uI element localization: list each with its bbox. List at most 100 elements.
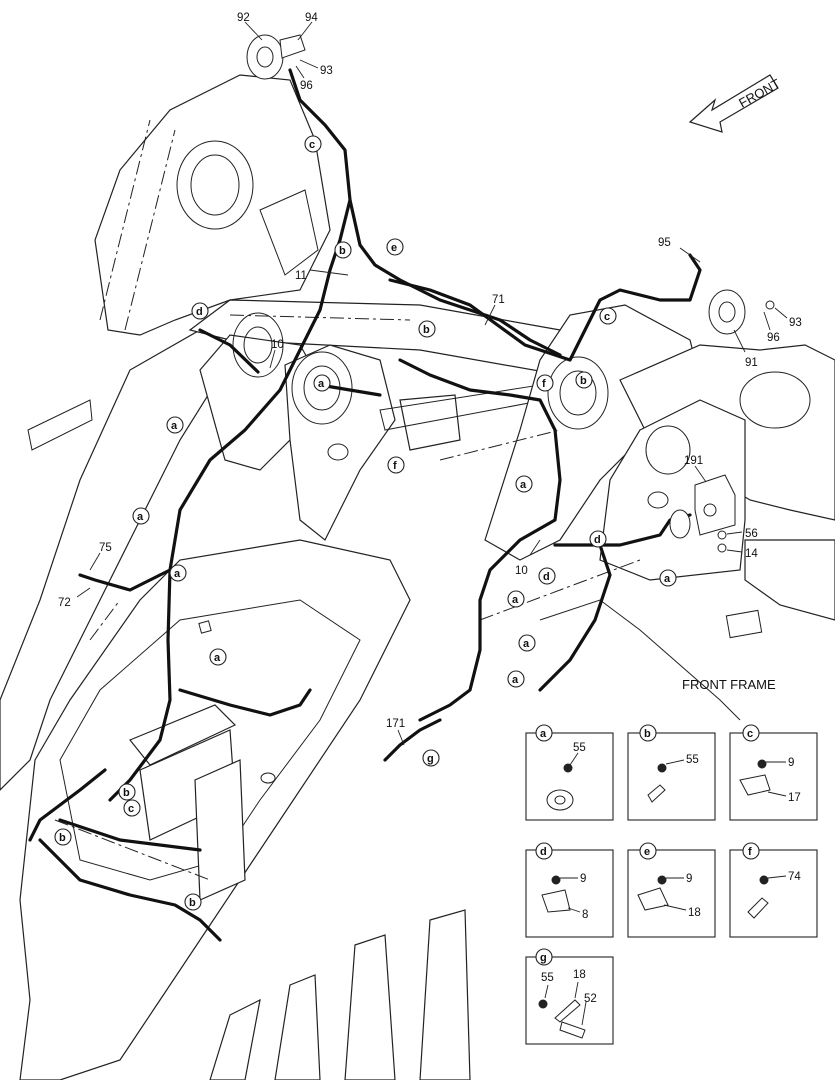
callout-a-9: a [507, 670, 525, 688]
callout-b-1: b [334, 241, 352, 259]
svg-text:a: a [512, 594, 519, 606]
right-loader-arm [439, 304, 835, 721]
svg-text:f: f [393, 460, 397, 472]
svg-text:a: a [137, 511, 144, 523]
svg-text:c: c [309, 139, 315, 151]
svg-text:c: c [604, 311, 610, 323]
part-label-94: 94 [305, 12, 318, 24]
svg-text:b: b [123, 787, 130, 799]
lower-chassis [19, 539, 411, 1081]
part-label-10-lower: 10 [515, 565, 528, 577]
part-label-95: 95 [658, 237, 671, 249]
detail-c-label-17: 17 [788, 792, 801, 804]
part-label-11: 11 [295, 270, 307, 282]
callout-b-4: b [118, 783, 136, 801]
callout-d-2: d [589, 530, 607, 548]
detail-e-label-9: 9 [686, 873, 692, 885]
detail-box-a: a 55 [525, 724, 614, 821]
detail-box-g: g 55 18 52 [525, 948, 614, 1045]
callout-c-2: c [599, 307, 617, 325]
detail-a-letter: a [540, 728, 547, 740]
svg-text:b: b [423, 324, 430, 336]
svg-text:b: b [580, 375, 587, 387]
svg-text:g: g [427, 753, 434, 765]
detail-b-label-55: 55 [686, 754, 699, 766]
part-label-96-top: 96 [300, 80, 313, 92]
part-label-71: 71 [492, 294, 505, 306]
callout-f-1: f [536, 374, 554, 392]
part-label-93-right: 93 [789, 317, 802, 329]
callout-a-7: a [507, 590, 525, 608]
detail-g-letter: g [540, 952, 547, 964]
part-label-96-right: 96 [767, 332, 780, 344]
callout-b-5: b [54, 828, 72, 846]
detail-g-label-55: 55 [541, 972, 554, 984]
part-label-56: 56 [745, 528, 758, 540]
svg-text:a: a [174, 568, 181, 580]
svg-text:a: a [520, 479, 527, 491]
callout-b-2: b [418, 320, 436, 338]
callout-d-1: d [191, 302, 209, 320]
detail-f-letter: f [748, 846, 752, 858]
callout-f-2: f [387, 456, 405, 474]
svg-text:a: a [664, 573, 671, 585]
svg-text:a: a [512, 674, 519, 686]
callout-b-3: b [575, 371, 593, 389]
callout-e-1: e [386, 238, 404, 256]
part-label-91: 91 [745, 357, 758, 369]
detail-box-b: b 55 [627, 724, 716, 821]
svg-text:e: e [391, 242, 397, 254]
callout-a-2: a [166, 416, 184, 434]
part-label-10-upper: 10 [271, 339, 284, 351]
detail-box-f: f 74 [729, 842, 818, 938]
left-loader-arm [0, 74, 331, 791]
detail-a-label-55: 55 [573, 742, 586, 754]
wire-harness [28, 68, 702, 942]
detail-box-c: c 9 17 [729, 724, 818, 821]
part-number-labels: 92 94 93 96 95 93 96 91 11 71 10 10 191 … [58, 12, 802, 746]
part-label-92: 92 [237, 12, 250, 24]
detail-d-letter: d [540, 846, 547, 858]
part-label-93-top: 93 [320, 65, 333, 77]
part-label-191: 191 [684, 455, 703, 467]
detail-e-label-18: 18 [688, 907, 701, 919]
callout-a-10: a [169, 564, 187, 582]
svg-text:c: c [128, 803, 134, 815]
svg-text:b: b [339, 245, 346, 257]
svg-text:d: d [543, 571, 550, 583]
detail-d-label-9: 9 [580, 873, 586, 885]
callout-b-6: b [184, 893, 202, 911]
callout-c-3: c [123, 799, 141, 817]
horn-right [708, 289, 775, 335]
part-label-14: 14 [745, 548, 758, 560]
bracket-191 [647, 474, 736, 553]
front-direction-arrow: FRONT [688, 74, 783, 133]
callout-a-6: a [659, 569, 677, 587]
detail-g-label-52: 52 [584, 993, 597, 1005]
callout-c-1: c [304, 135, 322, 153]
callout-a-4: a [209, 648, 227, 666]
detail-g-label-18: 18 [573, 969, 586, 981]
part-label-171: 171 [386, 718, 405, 730]
detail-box-d: d 9 8 [525, 842, 614, 938]
callout-a-5: a [515, 475, 533, 493]
detail-c-letter: c [747, 728, 753, 740]
callout-g-1: g [422, 749, 440, 767]
clamp-callouts: c b e c b b d a f f a a a a b c b b d d … [54, 135, 677, 911]
section-title: FRONT FRAME [682, 677, 776, 692]
svg-text:a: a [214, 652, 221, 664]
detail-f-label-74: 74 [788, 871, 801, 883]
callout-a-1: a [313, 374, 331, 392]
part-label-72: 72 [58, 597, 71, 609]
svg-text:a: a [318, 378, 325, 390]
callout-a-8: a [518, 634, 536, 652]
detail-d-label-8: 8 [582, 909, 588, 921]
bucket-teeth [209, 909, 471, 1081]
detail-box-e: e 9 18 [627, 842, 716, 938]
callout-a-3: a [132, 507, 150, 525]
svg-text:b: b [189, 897, 196, 909]
svg-text:a: a [171, 420, 178, 432]
horn-left [246, 34, 306, 80]
